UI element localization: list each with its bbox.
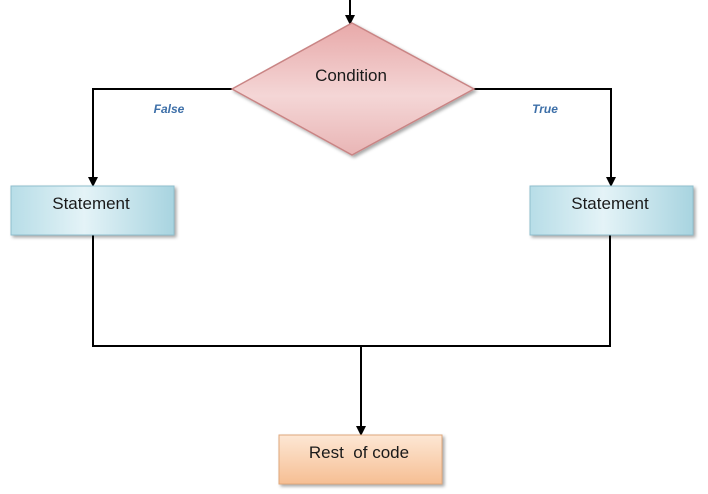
rest-of-code-label: Rest of code	[309, 443, 409, 462]
statement-false-box	[10, 185, 175, 236]
false-branch-label: False	[154, 102, 185, 116]
statement-true-node: Statement	[529, 185, 694, 236]
rest-of-code-node: Rest of code	[278, 434, 443, 485]
true-branch-arrow	[474, 88, 616, 187]
false-branch-arrow	[88, 88, 232, 187]
statement-false-label: Statement	[52, 194, 130, 213]
condition-label: Condition	[315, 66, 387, 85]
statement-true-label: Statement	[571, 194, 649, 213]
condition-diamond	[230, 22, 476, 156]
true-branch-label: True	[532, 102, 558, 116]
true-statement-connector	[361, 235, 611, 347]
statement-false-node: Statement	[10, 185, 175, 236]
rest-of-code-box	[278, 434, 443, 485]
condition-node: Condition	[230, 22, 476, 156]
statement-true-box	[529, 185, 694, 236]
false-statement-connector	[92, 235, 361, 347]
